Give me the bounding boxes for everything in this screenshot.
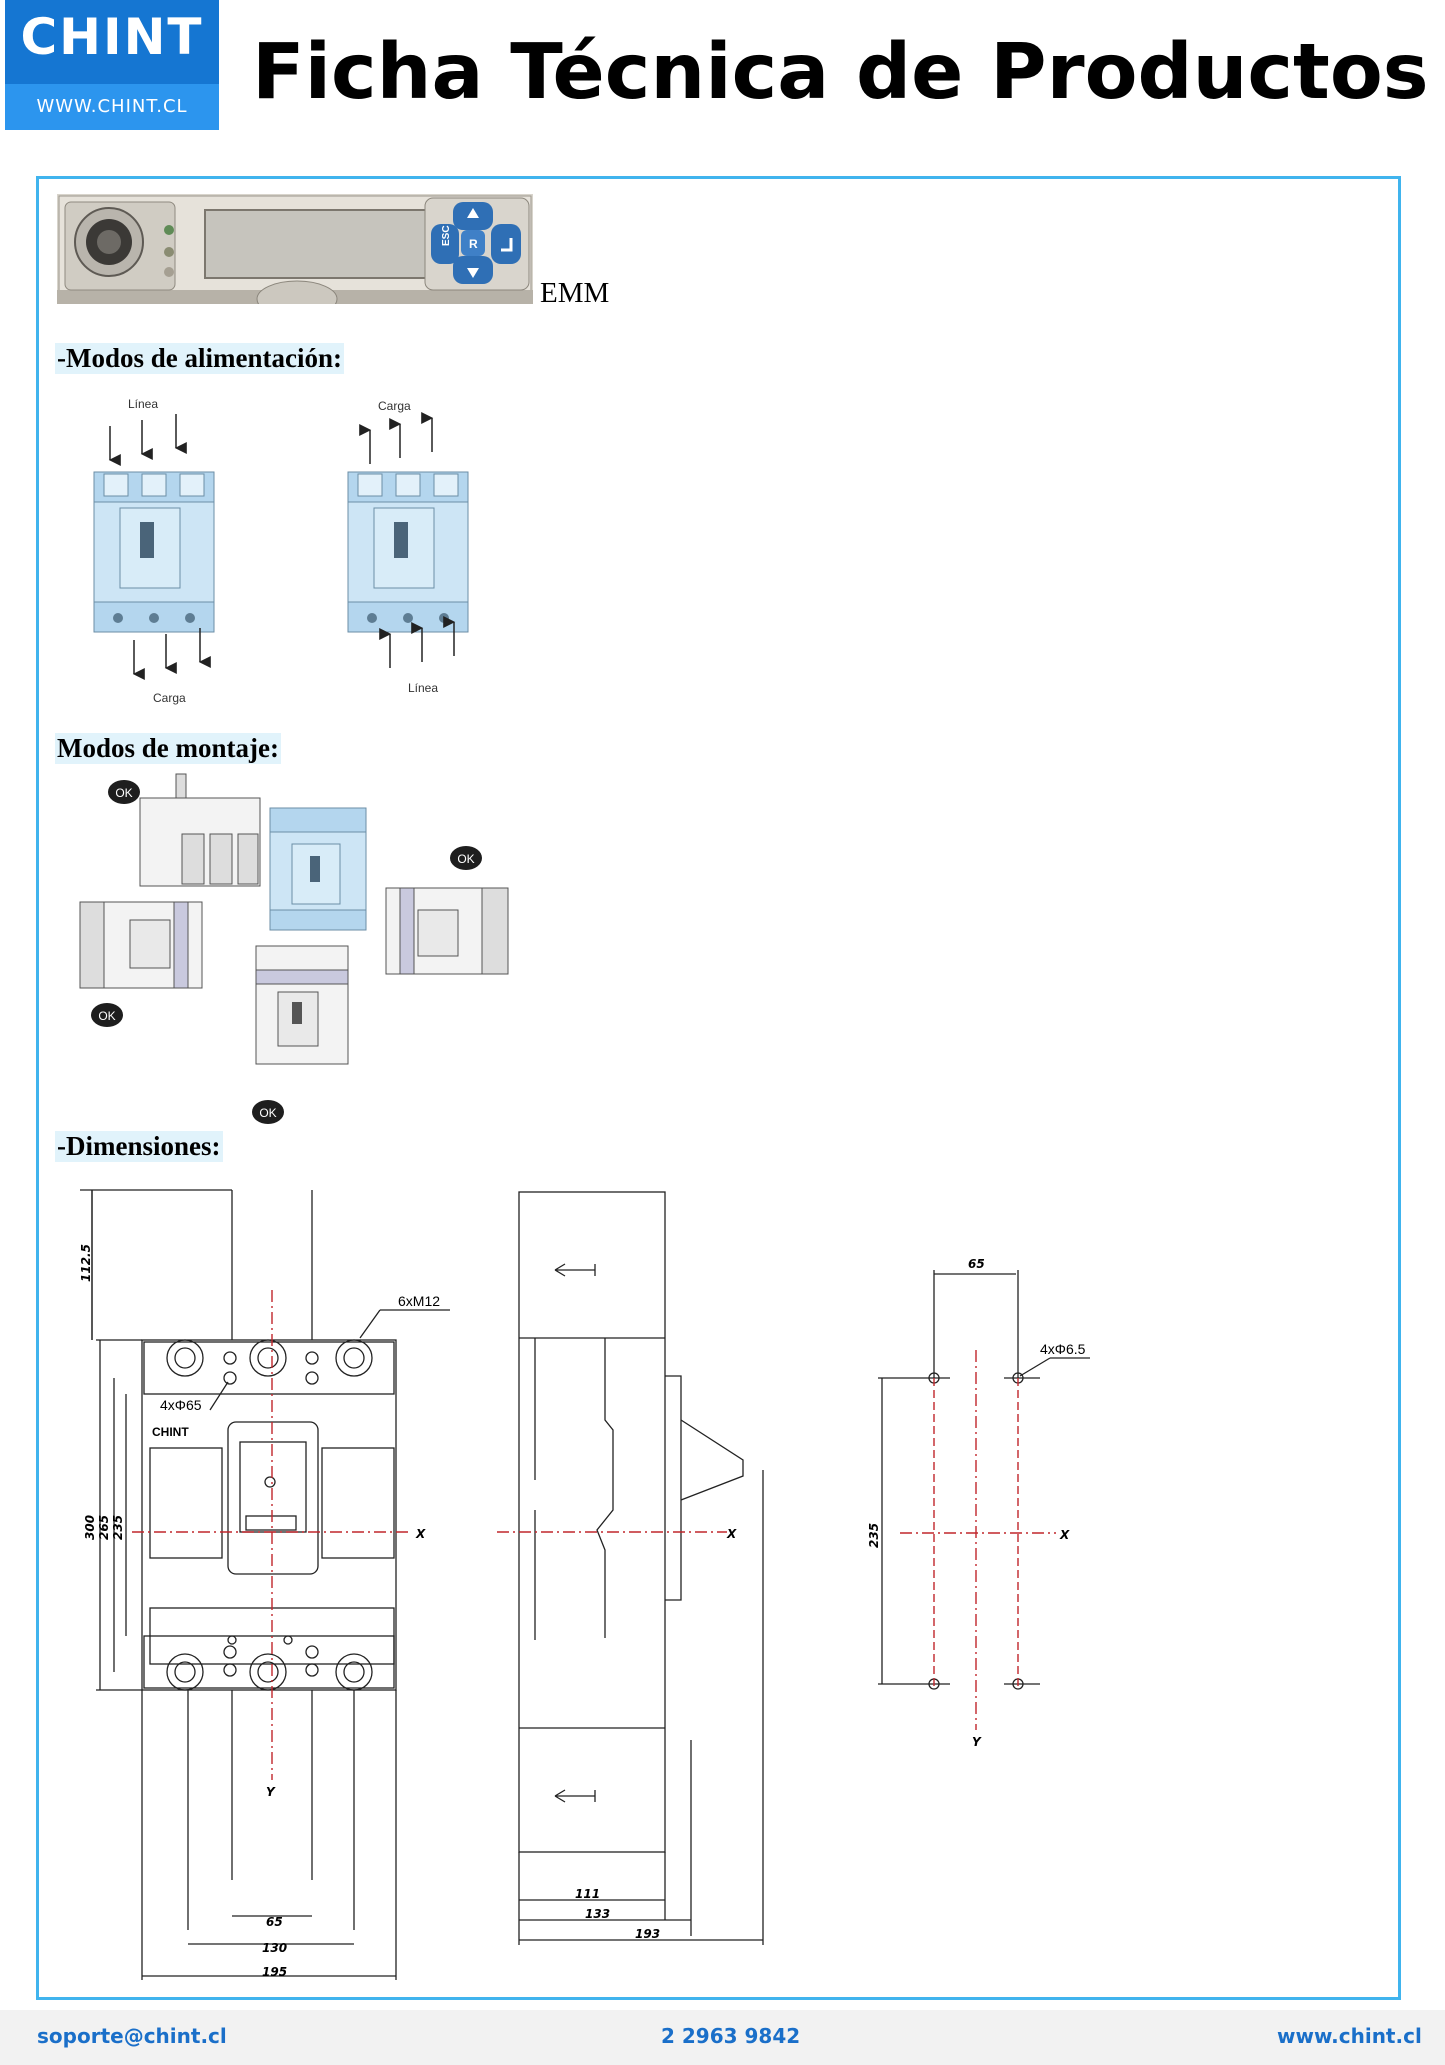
logo-band <box>5 84 219 130</box>
x-axis-label: X <box>1059 1528 1070 1542</box>
chint-logo: CHINT WWW.CHINT.CL <box>5 0 219 130</box>
dim-195: 195 <box>262 1965 287 1979</box>
brand-label: CHINT <box>152 1425 189 1439</box>
side-view-drawing: X 111 133 193 <box>497 1191 764 1945</box>
mount-breaker-right <box>385 887 509 975</box>
y-axis-label: Y <box>266 1785 276 1799</box>
dim-65: 65 <box>266 1915 283 1929</box>
r-key-label: R <box>469 237 478 251</box>
right-load-label: Carga <box>378 399 411 413</box>
logo-website: WWW.CHINT.CL <box>36 96 188 117</box>
power-modes-heading: -Modos de alimentación: <box>55 343 344 374</box>
ok-badge-label: OK <box>115 786 132 800</box>
ok-badge: OK <box>108 780 140 804</box>
drilling-template-drawing: 65 4xΦ6.5 235 X Y <box>867 1257 1090 1749</box>
x-axis-label: X <box>415 1527 426 1541</box>
dimensions-heading: -Dimensiones: <box>55 1131 223 1162</box>
dim-193: 193 <box>635 1927 660 1941</box>
logo-brand: CHINT <box>20 8 204 66</box>
dim-235: 235 <box>867 1523 881 1548</box>
ok-badge: OK <box>252 1100 284 1124</box>
dim-265: 265 <box>97 1515 111 1540</box>
dim-4xphi6-5: 4xΦ6.5 <box>1040 1341 1086 1357</box>
mount-breaker-top <box>139 773 261 887</box>
dim-133: 133 <box>585 1907 610 1921</box>
mount-breaker-center <box>269 807 367 931</box>
mount-breaker-left <box>79 901 203 989</box>
footer: soporte@chint.cl 2 2963 9842 www.chint.c… <box>0 2010 1445 2065</box>
dim-65: 65 <box>968 1257 985 1271</box>
ok-badge-label: OK <box>457 852 474 866</box>
dim-130: 130 <box>262 1941 287 1955</box>
page-title: Ficha Técnica de Productos <box>252 28 1429 117</box>
emm-module-image: ESC R <box>57 194 533 304</box>
mount-breaker-bottom <box>255 945 349 1065</box>
ok-badge: OK <box>450 846 482 870</box>
mount-modes-heading: Modos de montaje: <box>55 733 281 764</box>
esc-key-label: ESC <box>441 225 452 246</box>
dim-4xphi65: 4xΦ65 <box>160 1397 202 1413</box>
left-load-label: Carga <box>153 691 186 705</box>
left-line-label: Línea <box>128 397 158 411</box>
dim-112-5: 112.5 <box>79 1244 93 1282</box>
ok-badge-label: OK <box>98 1009 115 1023</box>
footer-phone[interactable]: 2 2963 9842 <box>661 2024 801 2048</box>
ok-badge: OK <box>91 1003 123 1027</box>
footer-website-link[interactable]: www.chint.cl <box>1277 2024 1422 2048</box>
product-name: EMM <box>540 277 610 309</box>
power-modes-diagram: Línea Carga Carga Línea <box>93 397 469 705</box>
dim-6xm12: 6xM12 <box>398 1293 440 1309</box>
front-view-drawing: 112.5 6xM12 4xΦ65 CHINT 300 265 235 X Y … <box>79 1189 450 1980</box>
x-axis-label: X <box>726 1527 737 1541</box>
content-frame <box>36 176 1401 2000</box>
right-line-label: Línea <box>408 681 438 695</box>
dim-235: 235 <box>111 1515 125 1540</box>
footer-email-link[interactable]: soporte@chint.cl <box>37 2024 227 2048</box>
mount-modes-diagram: OK OK OK OK <box>79 773 509 1124</box>
y-axis-label: Y <box>972 1735 982 1749</box>
dim-300: 300 <box>83 1515 97 1540</box>
dim-111: 111 <box>575 1887 600 1901</box>
ok-badge-label: OK <box>259 1106 276 1120</box>
